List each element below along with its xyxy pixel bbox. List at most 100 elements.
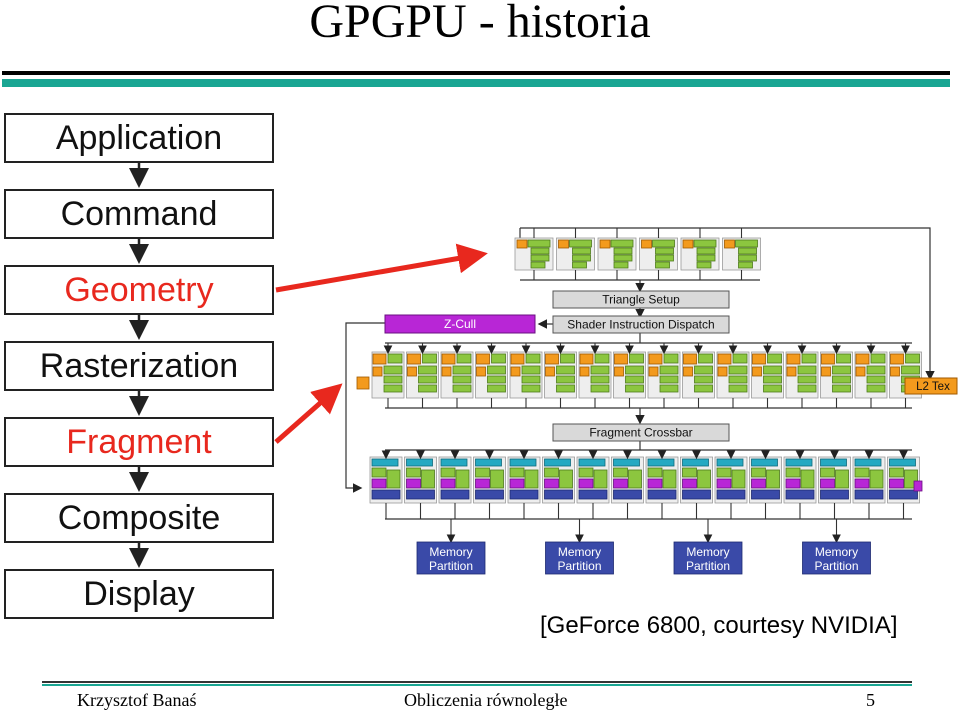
unit-cell [870,353,886,364]
unit-cell [821,366,831,377]
unit-cell [614,366,624,377]
unit-cell [383,365,403,375]
memory-partition-box [416,541,486,575]
unit-cell [889,467,904,478]
fragment-unit [716,351,750,399]
z-cull-block: Z-Cull [384,314,536,334]
unit-cell [655,261,670,269]
unit-cell [800,469,815,489]
unit-cell [751,478,766,489]
unit-cell [625,384,644,393]
gpu-wires [345,227,935,520]
fragment-pointer-arrow [274,383,343,444]
unit-cell [682,458,709,467]
unit-cell [785,467,801,478]
unit-cell [696,261,712,269]
unit-cell [613,247,633,255]
unit-cell [371,489,401,500]
footer-rule [42,681,912,683]
unit-cell [594,353,610,364]
unit-cell [629,353,644,364]
memory-partition-label: Memory [558,545,601,559]
unit-cell [386,469,401,489]
title-rule-accent [2,79,950,87]
rop-units [369,456,923,504]
unit-cell [578,458,606,467]
unit-cell [694,384,713,393]
rop-unit [576,456,610,504]
unit-cell [590,384,610,393]
unit-cell [558,239,569,249]
stage-composite: Composite [4,493,274,543]
unit-cell [509,467,525,478]
unit-cell [487,375,506,384]
geometry-pointer-arrow [275,243,488,293]
memory-partition-label: Partition [686,559,730,573]
unit-cell [655,247,674,255]
unit-cell [659,384,679,393]
rop-unit [473,456,506,504]
stage-command: Command [4,189,274,239]
unit-cell [491,353,506,364]
unit-cell [628,469,642,489]
shader-dispatch-block: Shader Instruction Dispatch [552,315,730,334]
unit-cell [866,365,886,375]
unit-cell [752,366,762,377]
unit-cell [422,353,437,364]
unit-cell [698,353,713,364]
unit-cell [683,353,697,365]
unit-cell [572,254,591,262]
rop-unit [749,456,782,504]
unit-cell [682,467,697,478]
rop-unit [818,456,851,504]
unit-cell [751,489,780,500]
stage-fragment: Fragment [4,417,274,467]
unit-cell [683,366,693,377]
fragment-unit [406,351,439,399]
title-rule [2,71,950,75]
vertex-unit [722,237,761,271]
rop-unit [438,456,472,504]
fragment-units [356,351,922,399]
unit-cell [613,458,640,467]
unit-cell [801,353,817,364]
unit-cell [855,366,866,377]
triangle-setup-label: Triangle Setup [602,293,680,307]
rop-stub [913,480,923,492]
vertex-unit [639,237,678,271]
memory-partition-box [802,541,871,575]
unit-cell [890,366,900,377]
unit-cell [521,384,541,393]
fragment-unit [509,351,543,399]
l2-tex-block: L2 Tex [904,377,958,395]
vertex-unit [680,237,720,271]
unit-cell [696,247,716,255]
unit-cell [663,353,679,364]
unit-cell [866,375,886,384]
unit-cell [544,467,559,478]
unit-cell [735,239,758,248]
memory-partition-box [545,541,614,575]
unit-cell [440,458,468,467]
memory-partition-label: Partition [429,559,473,573]
unit-cell [890,353,904,365]
unit-cell [659,375,679,384]
unit-cell [418,365,437,375]
unit-cell [751,458,778,467]
unit-cell [889,489,918,500]
memory-partition-box [673,541,743,575]
unit-cell [371,458,399,467]
unit-cell [530,247,550,255]
unit-cell [716,458,744,467]
unit-cell [418,384,437,393]
unit-cell [418,375,437,384]
unit-cell [613,478,628,489]
unit-cell [797,365,817,375]
unit-cell [854,478,870,489]
texture-stub [356,376,370,390]
unit-cell [572,247,591,255]
unit-cell [452,365,472,375]
unit-cell [641,239,652,249]
